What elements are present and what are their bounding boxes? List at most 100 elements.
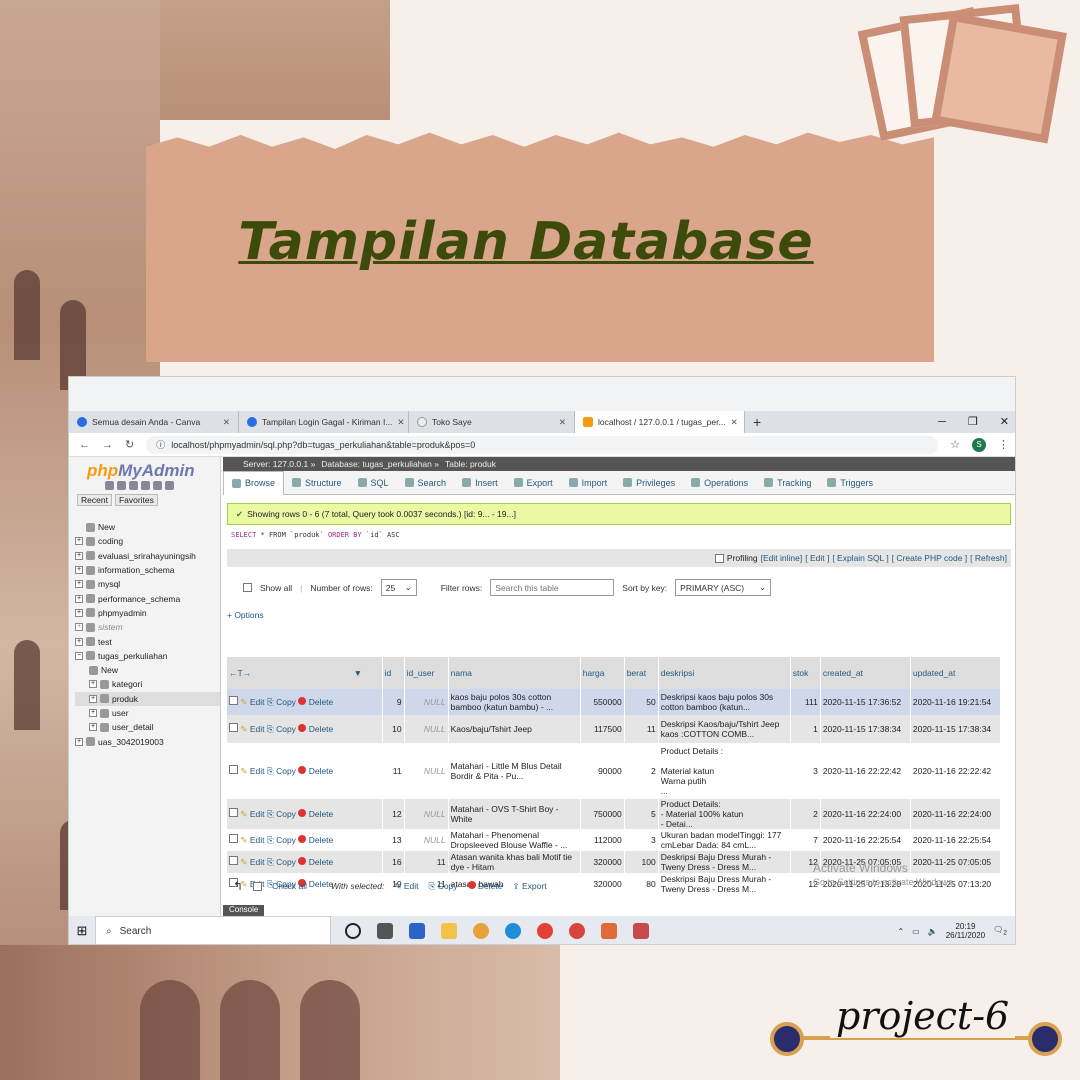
expand-icon[interactable]: + — [89, 694, 97, 703]
row-checkbox[interactable] — [229, 856, 238, 865]
tree-item-uas[interactable]: +uas_3042019003 — [75, 736, 164, 747]
file-explorer-icon[interactable] — [441, 923, 457, 939]
edit-link[interactable]: [ Edit ] — [805, 553, 830, 563]
minimize-icon[interactable]: ─ — [938, 416, 946, 428]
tree-item-user-detail[interactable]: +user_detail — [89, 722, 154, 733]
reload-icon[interactable] — [165, 481, 174, 490]
row-copy-button[interactable]: ⎘ Copy — [266, 857, 296, 867]
chevron-up-icon[interactable]: ⌃ — [897, 926, 905, 936]
row-copy-button[interactable]: ⎘ Copy — [266, 809, 296, 819]
tree-item-new-table[interactable]: New — [75, 663, 220, 677]
avatar[interactable]: S — [972, 437, 986, 452]
create-php-link[interactable]: [ Create PHP code ] — [891, 553, 968, 563]
cell-deskripsi[interactable]: Ukuran badan modelTinggi: 177 cmLebar Da… — [658, 829, 791, 851]
notification-icon[interactable]: 🗨2 — [993, 924, 1007, 937]
tab-recent[interactable]: Recent — [77, 494, 112, 506]
cell-stok[interactable]: 3 — [790, 743, 821, 799]
cell-id-user[interactable]: 11 — [404, 873, 449, 895]
cell-id[interactable]: 9 — [382, 689, 405, 715]
taskbar-search[interactable]: ⌕Search — [95, 916, 331, 944]
sort-select[interactable]: PRIMARY (ASC)⌄ — [675, 579, 772, 596]
tree-item-test[interactable]: +test — [75, 636, 112, 647]
row-copy-button[interactable]: ⎘ Copy — [266, 697, 296, 707]
cell-stok[interactable]: 111 — [790, 689, 821, 715]
close-tab-icon[interactable]: ✕ — [397, 416, 405, 427]
expand-icon[interactable]: + — [75, 608, 83, 617]
cell-id[interactable]: 19 — [382, 873, 405, 895]
tab-tracking[interactable]: Tracking — [756, 471, 819, 495]
cell-deskripsi[interactable]: Deskripsi Baju Dress Murah - Tweny Dress… — [658, 873, 791, 895]
cell-nama[interactable]: Matahari - OVS T-Shirt Boy - White — [448, 799, 581, 829]
cell-nama[interactable]: Kaos/baju/Tshirt Jeep — [448, 715, 581, 743]
row-edit-button[interactable]: ✎ Edit — [240, 766, 265, 776]
back-icon[interactable]: ← — [79, 438, 90, 451]
sql-query[interactable]: SELECT * FROM `produk` ORDER BY `id` ASC — [231, 531, 400, 539]
tab-import[interactable]: Import — [561, 471, 616, 495]
cell-stok[interactable]: 12 — [790, 873, 821, 895]
cell-harga[interactable]: 320000 — [580, 851, 625, 873]
options-link[interactable]: + Options — [227, 610, 264, 620]
tab-triggers[interactable]: Triggers — [819, 471, 881, 495]
bulk-export-button[interactable]: ⇪ Export — [512, 880, 547, 891]
cell-updated-at[interactable]: 2020-11-25 07:05:05 — [910, 851, 1002, 873]
cell-nama[interactable]: atasan bawah — [448, 873, 581, 895]
cell-id[interactable]: 12 — [382, 799, 405, 829]
cell-updated-at[interactable]: 2020-11-16 22:25:54 — [910, 829, 1002, 851]
tree-item-coding[interactable]: +coding — [75, 536, 124, 547]
check-all-checkbox[interactable] — [253, 881, 263, 891]
row-edit-button[interactable]: ✎ Edit — [240, 724, 265, 734]
reload-icon[interactable]: ↻ — [125, 439, 135, 451]
phpmyadmin-logo[interactable]: phpMyAdmin — [87, 461, 195, 480]
star-icon[interactable]: ☆ — [950, 439, 960, 451]
tab-privileges[interactable]: Privileges — [615, 471, 683, 495]
cell-updated-at[interactable]: 2020-11-25 07:13:20 — [910, 873, 1002, 895]
check-all-label[interactable]: Check all — [272, 881, 308, 891]
row-checkbox[interactable] — [229, 808, 238, 817]
cell-stok[interactable]: 7 — [790, 829, 821, 851]
cell-created-at[interactable]: 2020-11-25 07:13:20 — [820, 873, 911, 895]
row-delete-button[interactable]: Delete — [298, 879, 333, 889]
cell-harga[interactable]: 320000 — [580, 873, 625, 895]
row-delete-button[interactable]: Delete — [298, 857, 333, 867]
cortana-icon[interactable] — [345, 923, 361, 939]
close-icon[interactable]: ✕ — [999, 416, 1009, 428]
tree-item-mysql[interactable]: +mysql — [75, 579, 121, 590]
docs-icon[interactable] — [141, 481, 150, 490]
row-copy-button[interactable]: ⎘ Copy — [266, 724, 296, 734]
tab-export[interactable]: Export — [506, 471, 561, 495]
row-copy-button[interactable]: ⎘ Copy — [266, 879, 296, 889]
row-delete-button[interactable]: Delete — [298, 724, 333, 734]
cell-stok[interactable]: 12 — [790, 851, 821, 873]
task-view-icon[interactable] — [377, 923, 393, 939]
cell-deskripsi[interactable]: Deskripsi kaos baju polos 30s cotton bam… — [658, 689, 791, 715]
header-id[interactable]: id — [382, 657, 405, 689]
cell-id-user[interactable]: NULL — [404, 715, 449, 743]
row-copy-button[interactable]: ⎘ Copy — [266, 835, 296, 845]
cell-berat[interactable]: 50 — [624, 689, 659, 715]
row-edit-button[interactable]: ✎ Edit — [240, 697, 265, 707]
battery-icon[interactable]: ▭ — [912, 926, 920, 936]
tab-structure[interactable]: Structure — [284, 471, 350, 495]
cell-harga[interactable]: 750000 — [580, 799, 625, 829]
tree-item-sistem[interactable]: +sistem — [75, 622, 123, 633]
row-edit-button[interactable]: ✎ Edit — [240, 835, 265, 845]
tree-item-evaluasi[interactable]: +evaluasi_srirahayuningsih — [75, 550, 196, 561]
cell-berat[interactable]: 80 — [624, 873, 659, 895]
app-icon[interactable] — [633, 923, 649, 939]
bulk-delete-button[interactable]: Delete — [467, 881, 502, 891]
tab-browse[interactable]: Browse — [223, 470, 285, 495]
row-checkbox[interactable] — [229, 723, 238, 732]
row-edit-button[interactable]: ✎ Edit — [240, 857, 265, 867]
cell-nama[interactable]: Atasan wanita khas bali Motif tie dye - … — [448, 851, 581, 873]
close-tab-icon[interactable]: ✕ — [222, 416, 230, 427]
expand-icon[interactable]: + — [75, 566, 83, 575]
browser-tab[interactable]: Tampilan Login Gagal - Kiriman I...✕ — [239, 411, 409, 433]
chrome-profile-icon[interactable] — [569, 923, 585, 939]
edge-icon[interactable] — [505, 923, 521, 939]
